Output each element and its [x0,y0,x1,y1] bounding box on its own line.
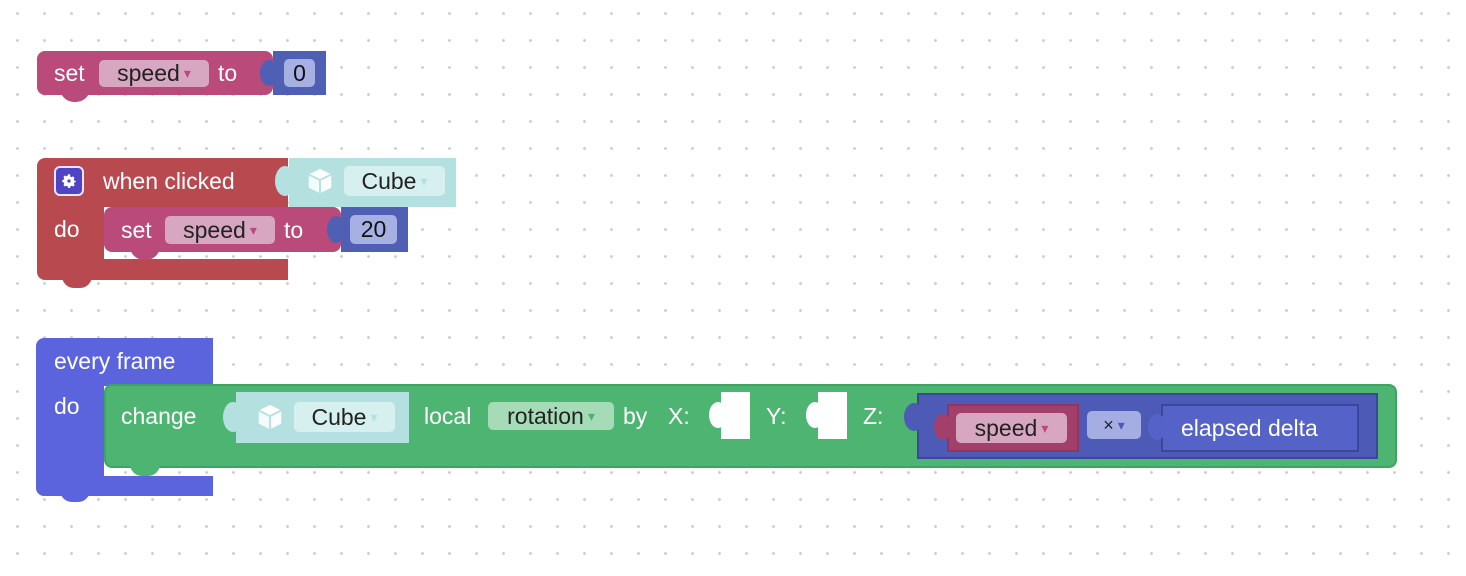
variable-name: speed [117,60,180,86]
event-block-footer [37,259,288,280]
number-block-tab [327,216,345,243]
speed-variable-tab [934,414,952,440]
to-label: to [218,60,238,86]
event-label: every frame [54,348,176,374]
operator-symbol: × [1103,414,1114,435]
object-dropdown[interactable]: Cube ▾ [294,402,395,432]
object-block-tab [223,402,243,432]
y-input-slot-tab [806,402,824,428]
number-block-tab [260,60,278,86]
every-frame-side [36,384,104,478]
number-field[interactable]: 0 [284,59,315,87]
variable-dropdown[interactable]: speed ▾ [99,60,209,87]
property-dropdown[interactable]: rotation ▾ [488,402,614,430]
object-name: Cube [311,403,367,430]
elapsed-delta-tab [1148,414,1166,440]
change-block-next-tab [130,464,160,476]
variable-dropdown[interactable]: speed ▾ [956,413,1067,443]
cube-icon [303,165,337,197]
y-label: Y: [766,403,787,429]
object-block-tab [275,166,295,196]
do-label: do [54,393,80,419]
dropdown-arrow-icon: ▾ [587,407,595,424]
dropdown-arrow-icon: ▾ [420,172,428,189]
variable-dropdown[interactable]: speed ▾ [165,216,275,244]
local-label: local [424,403,472,429]
event-block-next-tab [62,276,92,288]
gear-icon[interactable] [54,166,84,196]
variable-name: speed [183,216,246,243]
x-label: X: [668,403,690,429]
event-block-side [37,205,104,261]
property-name: rotation [507,402,584,429]
variable-name: speed [974,414,1038,441]
dropdown-arrow-icon: ▾ [1117,416,1125,433]
cube-icon [252,400,288,434]
every-frame-header[interactable] [36,338,213,386]
dropdown-arrow-icon: ▾ [183,65,191,81]
inner-set-block-next-tab [130,246,160,260]
to-label: to [284,217,304,243]
do-label: do [54,216,80,242]
x-input-slot-tab [709,402,727,428]
z-label: Z: [863,403,884,429]
change-label: change [121,403,197,429]
set-label: set [121,217,152,243]
event-label: when clicked [103,168,235,194]
every-frame-next-tab [60,490,90,502]
number-field[interactable]: 20 [350,215,397,244]
multiply-block-tab [904,403,924,431]
operator-dropdown[interactable]: × ▾ [1087,411,1141,439]
dropdown-arrow-icon: ▾ [249,221,257,238]
dropdown-arrow-icon: ▾ [1041,419,1049,436]
dropdown-arrow-icon: ▾ [370,408,378,425]
set-block-next-tab [60,86,90,102]
object-name: Cube [361,167,417,194]
object-dropdown[interactable]: Cube ▾ [344,166,445,196]
set-label: set [54,60,85,86]
by-label: by [623,403,648,429]
elapsed-delta-label: elapsed delta [1181,415,1318,441]
